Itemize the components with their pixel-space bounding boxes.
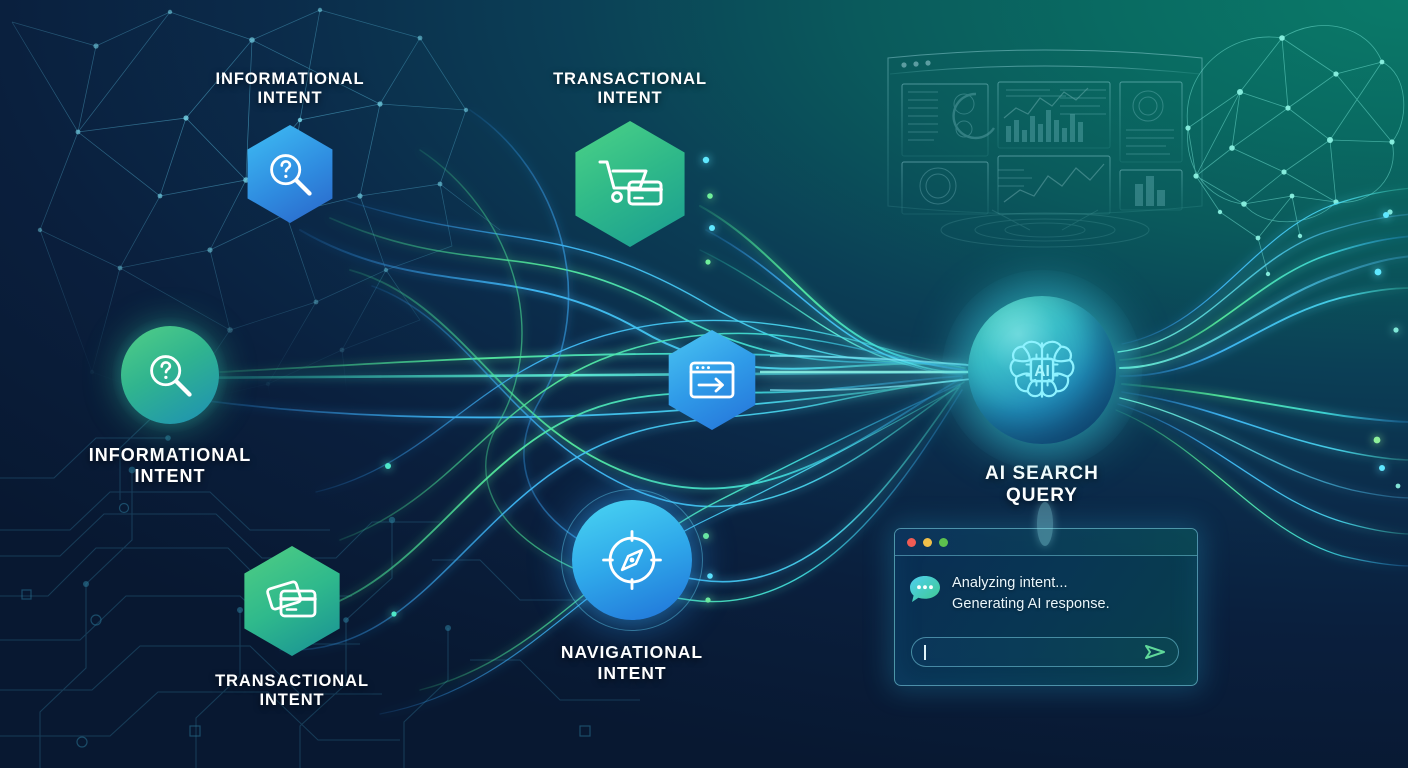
node-shape-hexagon	[567, 120, 693, 247]
cards-icon	[266, 580, 317, 618]
node-label: TRANSACTIONAL INTENT	[215, 672, 369, 710]
traffic-light-close[interactable]	[907, 537, 916, 547]
magnifier-question-icon	[270, 154, 312, 196]
browser-arrow-icon	[689, 361, 735, 399]
chat-body: Analyzing intent... Generating AI respon…	[895, 556, 1197, 614]
svg-text:AI: AI	[1034, 363, 1050, 380]
node-label: INFORMATIONAL INTENT	[88, 445, 252, 487]
traffic-light-minimize[interactable]	[923, 537, 932, 547]
node-navigational-hex[interactable]	[662, 330, 762, 430]
node-transactional-top[interactable]: TRANSACTIONAL INTENT	[510, 70, 750, 247]
node-label: TRANSACTIONAL INTENT	[553, 70, 707, 108]
node-navigational-center[interactable]: NAVIGATIONAL INTENT	[512, 489, 752, 683]
node-shape-hexagon	[241, 124, 339, 223]
send-arrow-icon[interactable]	[1144, 644, 1166, 660]
magnifier-question-icon	[150, 355, 192, 397]
node-informational-top[interactable]: INFORMATIONAL INTENT	[192, 70, 388, 223]
node-shape-circle	[112, 317, 228, 433]
chat-window[interactable]: Analyzing intent... Generating AI respon…	[894, 528, 1198, 686]
text-caret	[924, 644, 926, 660]
chat-message: Generating AI response.	[952, 595, 1110, 612]
node-shape-circle	[561, 489, 703, 631]
node-shape-hexagon	[662, 330, 762, 430]
node-label: INFORMATIONAL INTENT	[215, 70, 365, 108]
node-transactional-bottom[interactable]: TRANSACTIONAL INTENT	[182, 546, 402, 711]
hub-label: AI SEARCH QUERY	[985, 463, 1099, 507]
node-informational-left[interactable]: INFORMATIONAL INTENT	[72, 317, 268, 487]
cart-card-icon	[598, 160, 663, 206]
chat-bubble-icon	[909, 574, 941, 604]
ai-brain-chip-icon: AI	[1009, 340, 1075, 398]
chat-messages: Analyzing intent... Generating AI respon…	[952, 573, 1110, 614]
holo-dashboard-graphic	[887, 49, 1203, 248]
compass-icon	[602, 530, 662, 590]
traffic-light-maximize[interactable]	[939, 537, 948, 547]
chat-message: Analyzing intent...	[952, 575, 1068, 591]
hub-ai-search-query[interactable]: AI AI SEARCH QUERY	[894, 270, 1190, 508]
hub-sphere: AI	[942, 270, 1142, 470]
node-shape-hexagon	[237, 546, 347, 656]
chat-input-field[interactable]	[911, 637, 1179, 667]
node-label: NAVIGATIONAL INTENT	[560, 642, 704, 683]
